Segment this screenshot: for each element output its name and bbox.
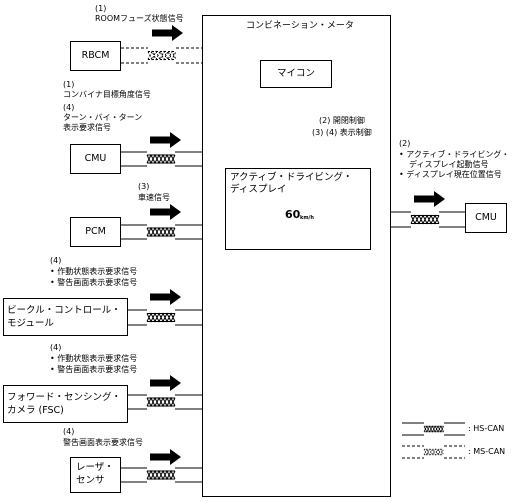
right-signal-2: • アクティブ・ドライビング・	[399, 150, 510, 159]
inner-signal-2: (3) (4) 表示制御	[312, 128, 372, 137]
laser-label-line2: センサ	[76, 475, 105, 486]
cmu-left-connection	[121, 132, 202, 167]
combination-meter-label: コンビネーション・メータ	[246, 21, 354, 31]
fsc-connection	[128, 375, 202, 410]
vcm-signal-3: • 警告画面表示要求信号	[50, 278, 138, 287]
laser-connection	[121, 449, 202, 483]
right-signal-1: (2)	[399, 139, 411, 148]
cmu-signal-5: 表示要求信号	[63, 123, 111, 132]
fsc-signal-1: (4)	[50, 343, 62, 352]
fsc-signal-3: • 警告画面表示要求信号	[50, 365, 138, 374]
fsc-signal-2: • 作動状態表示要求信号	[50, 354, 138, 363]
legend-ms-label: : MS-CAN	[468, 447, 506, 456]
fsc-label-line1: フォワード・センシング・	[7, 392, 122, 403]
laser-label-line1: レーザ・	[76, 462, 114, 473]
rbcm-signal-2: ROOMフューズ状態信号	[95, 14, 184, 23]
display-speed: 60	[285, 208, 301, 221]
fsc-label-line2: カメラ (FSC)	[7, 405, 64, 416]
display-speed-unit: km/h	[300, 215, 314, 221]
display-label-line1: アクティブ・ドライビング・	[230, 172, 353, 183]
cmu-right-box: CMU	[465, 203, 507, 233]
display-label-line2: ディスプレイ	[230, 184, 287, 195]
cmu-right-connection	[391, 191, 465, 228]
laser-signal-1: (4)	[63, 427, 75, 436]
cmu-signal-4: ターン・バイ・ターン	[63, 113, 143, 122]
vcm-connection	[128, 289, 202, 326]
legend	[402, 422, 465, 459]
vcm-label-line1: ビークル・コントロール・	[7, 305, 121, 316]
laser-signal-2: 警告画面表示要求信号	[63, 438, 143, 447]
inner-signal-1: (2) 開閉制御	[319, 116, 365, 125]
legend-hs-label: : HS-CAN	[468, 424, 505, 433]
rbcm-signal-1: (1)	[95, 4, 107, 13]
active-driving-display-box	[225, 168, 371, 250]
rbcm-box: RBCM	[70, 41, 121, 71]
pcm-signal-2: 車速信号	[138, 193, 170, 202]
combination-meter-box	[202, 15, 391, 497]
vcm-box	[3, 298, 128, 336]
cmu-signal-2: コンバイナ目標角度信号	[63, 90, 151, 99]
fsc-box	[3, 385, 128, 423]
cmu-left-box: CMU	[70, 144, 121, 174]
cmu-signal-1: (1)	[63, 80, 75, 89]
right-signal-4: • ディスプレイ現在位置信号	[399, 170, 502, 179]
vcm-signal-2: • 作動状態表示要求信号	[50, 267, 138, 276]
pcm-connection	[121, 204, 202, 240]
vcm-label-line2: モジュール	[7, 318, 54, 329]
laser-box	[70, 457, 121, 493]
vcm-signal-1: (4)	[50, 256, 62, 265]
micon-box: マイコン	[260, 60, 332, 88]
pcm-signal-1: (3)	[138, 182, 150, 191]
right-signal-3: ディスプレイ起動信号	[409, 160, 489, 169]
cmu-signal-3: (4)	[63, 103, 75, 112]
rbcm-connection	[121, 25, 202, 64]
pcm-box: PCM	[70, 217, 121, 247]
